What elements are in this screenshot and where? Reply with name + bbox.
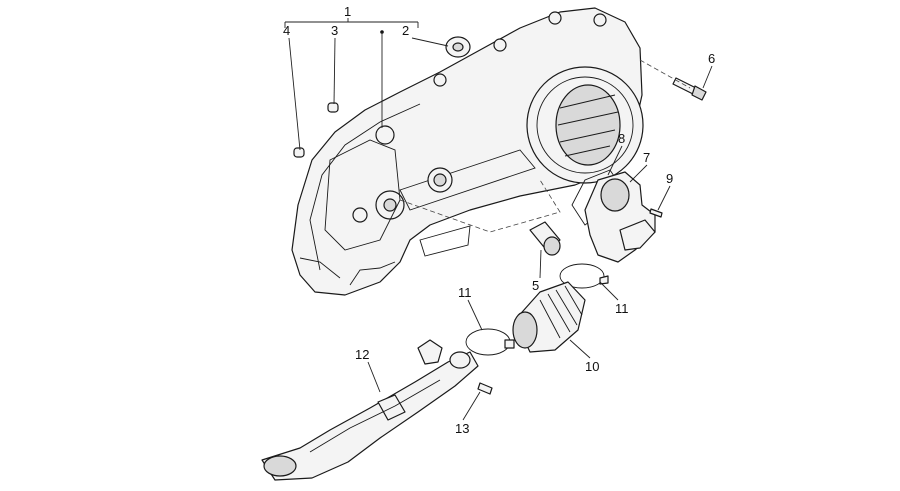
dowel-part-3 bbox=[327, 102, 339, 113]
intake-housing-part-7 bbox=[584, 171, 656, 263]
callout-12: 12 bbox=[355, 347, 369, 362]
hose-clamp-part-11-right bbox=[559, 263, 609, 289]
crankcase-cover bbox=[291, 7, 644, 296]
intake-duct-part-12 bbox=[261, 339, 479, 481]
callout-10: 10 bbox=[585, 359, 599, 374]
assembly-line-6 bbox=[639, 59, 691, 89]
callout-6: 6 bbox=[708, 51, 715, 66]
callout-4: 4 bbox=[283, 23, 290, 38]
callout-11-left: 11 bbox=[458, 285, 472, 300]
dowel-part-4 bbox=[293, 147, 305, 158]
callout-9: 9 bbox=[666, 171, 673, 186]
assembly-line-5 bbox=[399, 179, 561, 233]
callout-11-right: 11 bbox=[615, 301, 629, 316]
callout-2: 2 bbox=[402, 23, 409, 38]
leader-lines bbox=[284, 18, 713, 421]
bellows-duct-part-10 bbox=[512, 281, 586, 353]
screw-part-13 bbox=[477, 382, 493, 395]
callout-13: 13 bbox=[455, 421, 469, 436]
hose-clamp-part-11-left bbox=[465, 328, 515, 356]
callout-3: 3 bbox=[331, 23, 338, 38]
bearing-part-2 bbox=[445, 36, 471, 58]
callout-5: 5 bbox=[532, 278, 539, 293]
callout-8: 8 bbox=[618, 131, 625, 146]
callout-1: 1 bbox=[344, 4, 351, 19]
screw-part-6 bbox=[672, 77, 707, 101]
filter-part-5 bbox=[529, 221, 561, 256]
callout-7: 7 bbox=[643, 150, 650, 165]
callout-labels: 1 2 3 4 5 6 7 8 9 10 11 11 12 13 bbox=[283, 4, 715, 436]
screw-part-9 bbox=[649, 208, 663, 218]
